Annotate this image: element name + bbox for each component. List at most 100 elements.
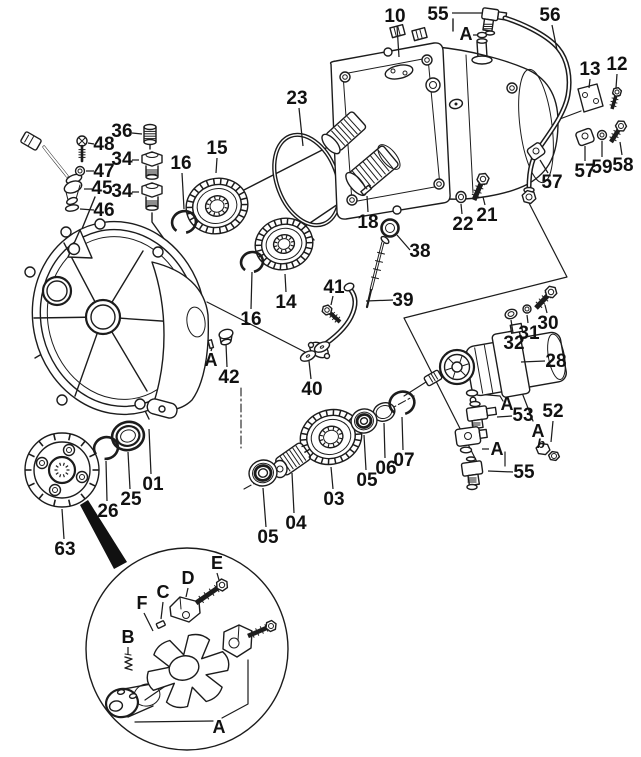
- part-label-181: 18: [357, 212, 378, 233]
- part-label-071: 07: [393, 450, 414, 471]
- part-label-162: 16: [240, 309, 261, 330]
- part-label-481: 48: [93, 134, 114, 155]
- sensor-and-plugs-drawing: [20, 123, 157, 212]
- leader-line-211: [482, 196, 486, 206]
- part-label-311: 31: [518, 323, 540, 344]
- part-label-401: 40: [301, 379, 322, 400]
- part-label-571: 57: [541, 172, 562, 193]
- part-label-361: 36: [111, 121, 132, 142]
- leader-line-031: [330, 466, 334, 490]
- part-label-531: 53: [512, 405, 533, 426]
- part-label-591: 59: [591, 157, 612, 178]
- leader-line-052: [363, 434, 367, 471]
- clamp-bracket-hardware-drawing: [575, 83, 604, 147]
- part-label-411: 41: [323, 277, 345, 298]
- part-label-141: 14: [275, 292, 297, 313]
- leader-line-581: [619, 141, 623, 156]
- leader-line-552: [487, 470, 514, 473]
- part-label-572: 57: [574, 161, 595, 182]
- part-label-101: 10: [384, 6, 405, 27]
- leader-line-631: [61, 508, 65, 540]
- leader-line-161: [181, 172, 185, 210]
- part-label-121: 12: [606, 54, 627, 75]
- leader-line-561: [551, 24, 558, 51]
- leader-line-251: [127, 451, 131, 490]
- leader-line-051: [262, 487, 267, 528]
- part-label-461: 46: [93, 200, 114, 221]
- leader-line-281: [520, 360, 546, 363]
- part-label-451: 45: [91, 178, 113, 199]
- part-label-A2: A: [205, 350, 218, 370]
- part-label-041: 04: [285, 513, 307, 534]
- part-label-421: 42: [218, 367, 239, 388]
- part-label-052: 05: [356, 470, 378, 491]
- leader-line-121: [615, 73, 618, 89]
- part-label-561: 56: [539, 5, 560, 26]
- part-label-231: 23: [286, 88, 307, 109]
- leader-line-131: [588, 78, 591, 89]
- leader-line-C1: [160, 601, 164, 620]
- generated-geometry: [25, 23, 628, 709]
- part-label-F1: F: [137, 593, 148, 613]
- part-label-b1: b: [537, 436, 545, 451]
- leader-line-261: [105, 460, 108, 502]
- leader-line-521: [550, 420, 554, 443]
- part-label-A6: A: [213, 717, 226, 737]
- part-label-C1: C: [157, 582, 170, 602]
- part-label-581: 58: [612, 155, 633, 176]
- part-label-051: 05: [257, 527, 279, 548]
- part-label-281: 28: [545, 351, 566, 372]
- gear-pump-28-drawing: [423, 322, 567, 491]
- leader-line-421: [225, 343, 228, 368]
- part-label-261: 26: [97, 501, 118, 522]
- leader-line-162: [250, 271, 253, 310]
- leader-line-141: [284, 273, 287, 293]
- leader-line-571: [539, 159, 549, 174]
- leader-line-F1: [143, 612, 154, 632]
- leader-line-361: [131, 132, 143, 135]
- part-label-471: 47: [93, 161, 114, 182]
- part-label-221: 22: [452, 214, 473, 235]
- part-label-A3: A: [501, 394, 514, 414]
- part-label-552: 55: [513, 462, 535, 483]
- leader-line-411: [330, 295, 334, 306]
- part-label-A4: A: [532, 421, 545, 441]
- leader-line-311: [526, 314, 529, 324]
- part-label-551: 55: [427, 4, 449, 25]
- part-label-301: 30: [537, 313, 558, 334]
- part-label-E1: E: [211, 553, 223, 573]
- part-label-211: 21: [476, 205, 498, 226]
- leader-line-481: [87, 142, 95, 145]
- leader-line-181: [366, 195, 369, 213]
- part-label-131: 13: [579, 59, 600, 80]
- leader-line-A2: [210, 347, 213, 352]
- part-label-381: 38: [409, 241, 430, 262]
- part-label-341: 34: [111, 149, 133, 170]
- part-label-521: 52: [542, 401, 563, 422]
- flywheel-housing-drawing: [24, 218, 210, 419]
- leader-line-401: [308, 360, 312, 380]
- coupling-detail-circle: [80, 500, 289, 751]
- leader-line-041: [291, 472, 295, 514]
- part-label-A1: A: [460, 24, 473, 44]
- leader-line-221: [460, 203, 463, 215]
- leader-line-391: [365, 299, 394, 302]
- part-label-321: 32: [503, 333, 524, 354]
- part-label-011: 01: [142, 474, 164, 495]
- part-label-A5: A: [491, 439, 504, 459]
- leader-line-071: [401, 416, 404, 451]
- main-pump-drawing: [321, 7, 559, 220]
- leader-line-E1: [216, 572, 220, 581]
- leader-line-D1: [185, 587, 189, 598]
- leader-line-461: [79, 208, 95, 211]
- part-label-B1: B: [122, 627, 135, 647]
- leader-line-231: [298, 107, 304, 147]
- part-label-031: 03: [323, 489, 344, 510]
- part-label-D1: D: [182, 568, 195, 588]
- part-label-391: 39: [392, 290, 413, 311]
- part-label-342: 34: [111, 181, 133, 202]
- leader-line-381: [396, 234, 411, 251]
- part-label-061: 06: [375, 458, 396, 479]
- leader-line-061: [383, 422, 386, 459]
